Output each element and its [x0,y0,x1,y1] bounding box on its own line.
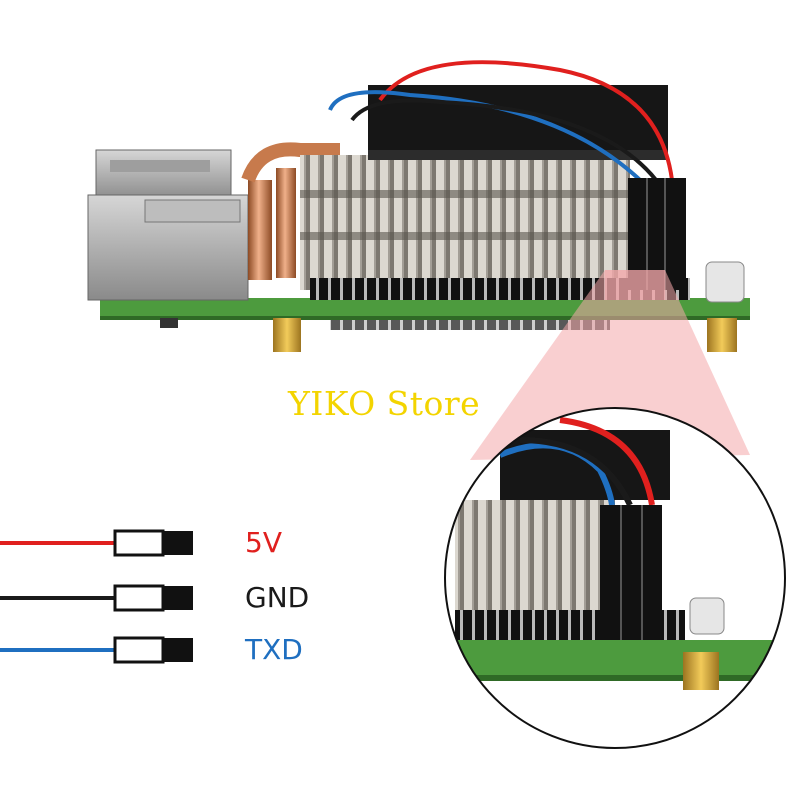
legend-label-5v: 5V [245,526,282,559]
heatsink [300,155,630,290]
legend-label-txd: TXD [245,633,303,666]
wire-blue [328,90,642,182]
wire-black [350,98,658,182]
brass-standoff-right [707,318,737,352]
brass-standoff-left [273,318,301,352]
zoom-circle [444,407,786,749]
heat-pipe [248,180,272,280]
zoom-cone [470,270,750,460]
store-watermark: YIKO Store [288,384,481,423]
wire-legend [0,529,193,664]
legend-label-gnd: GND [245,581,310,614]
board-assembly [87,60,750,352]
wire-red [378,60,674,181]
usb-port-block [87,149,249,301]
